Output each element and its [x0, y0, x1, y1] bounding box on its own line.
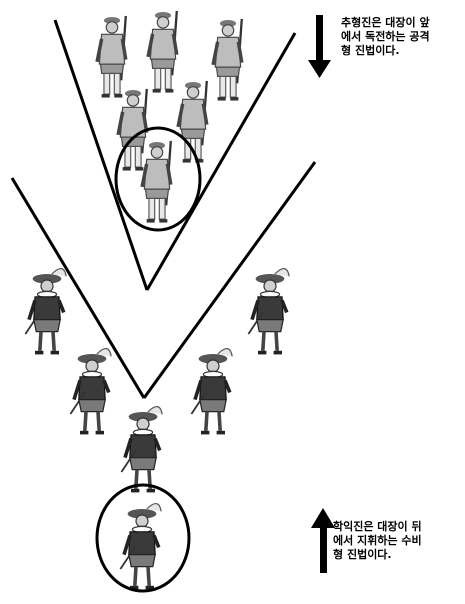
- soldier-figure: [95, 14, 128, 100]
- commander-circle: [95, 483, 191, 593]
- soldier-figure: [68, 346, 113, 437]
- top-wedge-right-line: [145, 32, 297, 291]
- soldier-figure: [189, 346, 234, 437]
- soldier-figure: [116, 87, 149, 173]
- top-wedge-left-line: [53, 19, 149, 291]
- top-formation-caption: 추형진은 대장이 앞 에서 독전하는 공격 형 진법이다.: [341, 16, 430, 57]
- soldier-figure: [211, 17, 244, 103]
- soldier-figure: [119, 404, 164, 495]
- soldier-figure: [246, 266, 292, 357]
- arrow-down-icon: [308, 15, 331, 78]
- soldier-figure: [23, 266, 68, 357]
- bottom-formation: [10, 161, 317, 593]
- top-formation: [53, 9, 297, 291]
- commander-figure: [140, 139, 173, 225]
- commander-circle: [114, 126, 202, 232]
- bottom-formation-caption: 학익진은 대장이 뒤 에서 지휘하는 수비 형 진법이다.: [333, 520, 422, 561]
- soldier-figure: [146, 9, 179, 95]
- bottom-wedge-right-line: [142, 161, 317, 399]
- commander-figure: [118, 501, 163, 592]
- bottom-wedge-left-line: [10, 177, 146, 399]
- arrow-up-icon: [311, 508, 335, 573]
